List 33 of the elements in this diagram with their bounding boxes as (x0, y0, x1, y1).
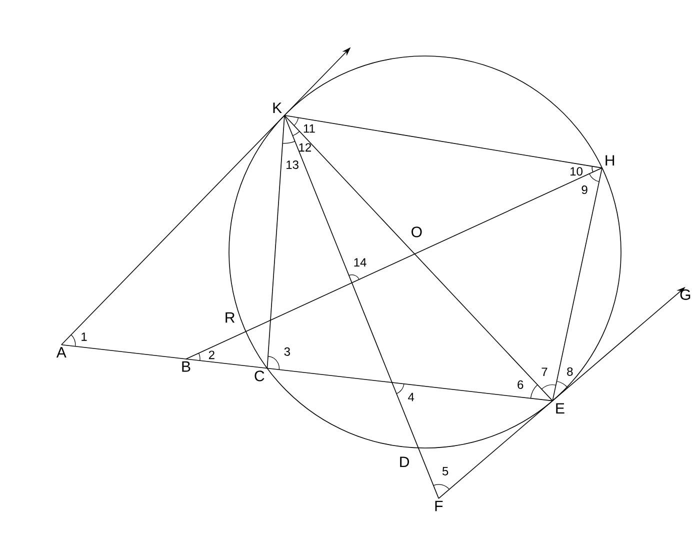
angle-number: 6 (518, 380, 524, 389)
angle-number: 3 (284, 347, 290, 356)
point-label: K (273, 102, 282, 113)
line-segment (438, 400, 553, 499)
angle-number: 11 (304, 124, 315, 133)
line-segment (284, 114, 553, 402)
line-segment (284, 114, 602, 168)
point-label: R (226, 312, 235, 323)
angle-number: 4 (408, 392, 414, 402)
line-segment (284, 114, 440, 499)
angle-number: 8 (567, 367, 573, 376)
point-label: B (182, 361, 190, 372)
line-segment (61, 114, 285, 346)
angle-number: 9 (582, 186, 588, 194)
angle-number: 5 (442, 467, 448, 476)
line-segment (61, 344, 553, 402)
point-label: C (254, 370, 264, 382)
point-label: O (412, 226, 422, 238)
angle-number: 7 (542, 368, 548, 376)
angle-number: 12 (299, 143, 312, 152)
angle-number: 1 (82, 332, 87, 341)
point-label: E (556, 403, 564, 414)
line-segment (266, 114, 285, 369)
point-label: H (606, 155, 614, 166)
line-segment (552, 168, 602, 402)
angle-number: 14 (354, 258, 366, 266)
point-label: F (435, 500, 443, 512)
angle-number: 13 (286, 160, 298, 169)
angle-number: 2 (208, 350, 214, 360)
angle-number: 10 (570, 167, 582, 176)
line-segment (186, 168, 602, 360)
point-label: A (56, 347, 66, 358)
point-label: D (400, 456, 410, 468)
